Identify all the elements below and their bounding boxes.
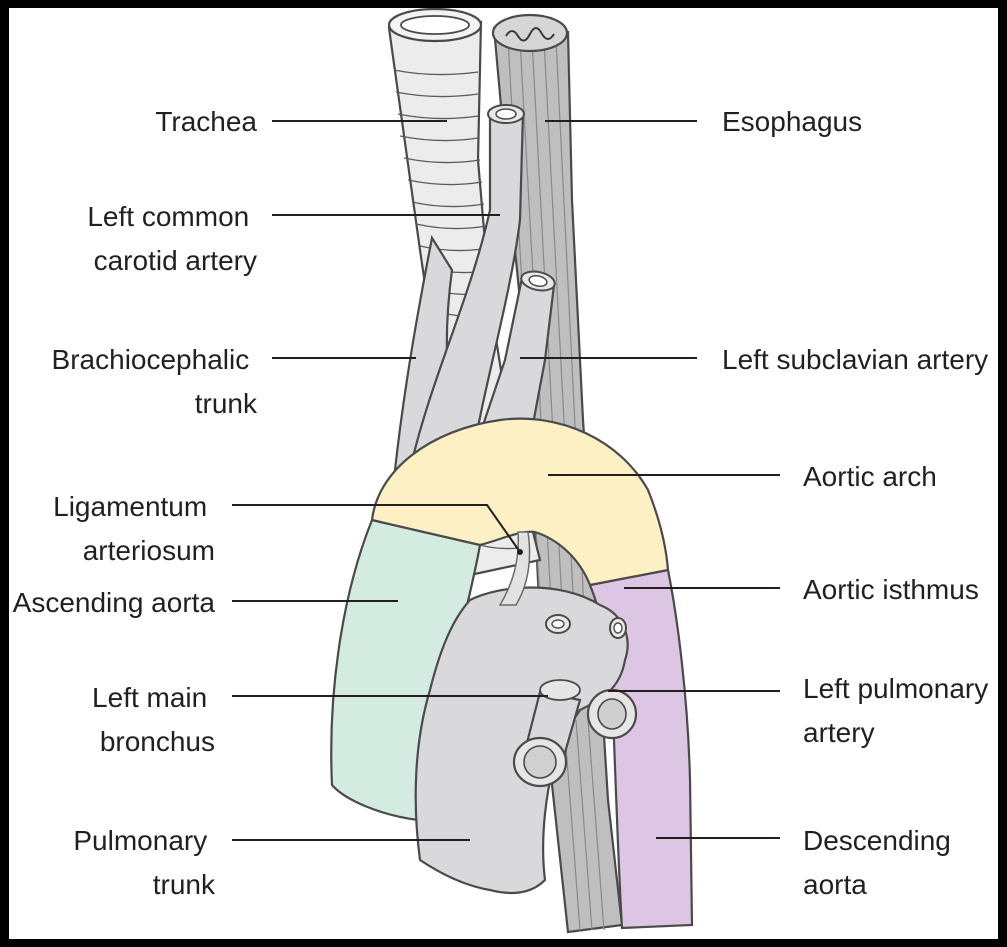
left-pulmonary-artery [588,690,636,738]
label-ascending-aorta: Ascending aorta [13,587,216,618]
anatomy-diagram: Trachea Esophagus Left common carotid ar… [9,8,998,939]
label-left-main-bronchus: Left main bronchus [92,682,215,757]
label-left-pulmonary-artery: Left pulmonary artery [803,673,996,748]
label-descending-aorta: Descending aorta [803,825,959,900]
label-trachea: Trachea [155,106,257,137]
label-pulmonary-trunk: Pulmonary trunk [73,825,216,900]
label-aortic-isthmus: Aortic isthmus [803,574,979,605]
label-esophagus: Esophagus [722,106,862,137]
ligamentum-point [517,549,523,555]
label-ligamentum-arteriosum: Ligamentum arteriosum [53,491,215,566]
figure-canvas: Trachea Esophagus Left common carotid ar… [9,8,998,939]
label-aortic-arch: Aortic arch [803,461,937,492]
label-brachiocephalic-trunk: Brachiocephalic trunk [52,344,258,419]
label-left-subclavian-artery: Left subclavian artery [722,344,988,375]
label-left-common-carotid-artery: Left common carotid artery [87,201,257,276]
